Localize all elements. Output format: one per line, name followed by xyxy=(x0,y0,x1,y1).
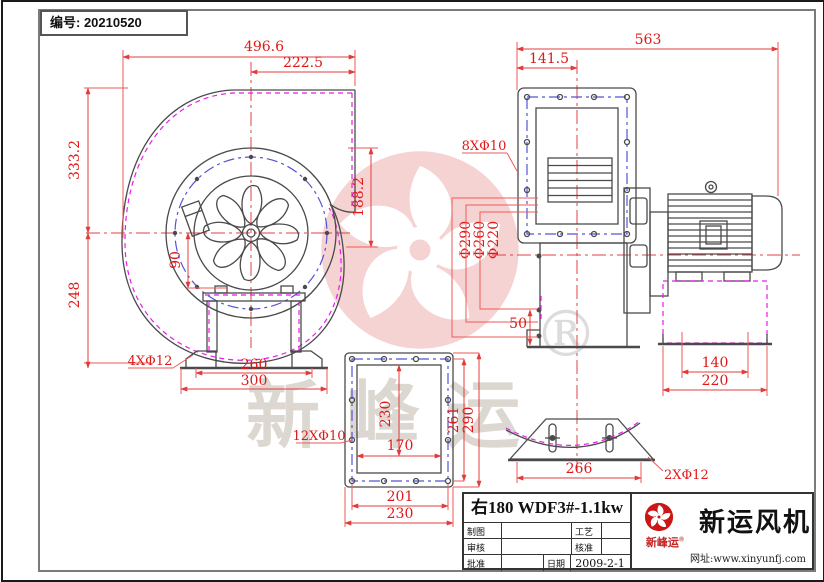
dim-outer-height: 290 xyxy=(461,407,477,434)
dim-base-height: 248 xyxy=(67,282,83,309)
side-view-dimensions: 563 141.5 8XΦ10 Φ290 Φ260 Φ220 50 140 xyxy=(451,32,779,396)
flange-view: 230 170 12XΦ10 261 290 201 230 xyxy=(293,352,482,527)
dim-height-total: 333.2 xyxy=(67,140,83,180)
dim-foot-span: 260 xyxy=(241,357,268,373)
cell-process-label: 工艺 xyxy=(572,523,602,538)
dim-base-outer: 220 xyxy=(702,373,729,389)
company-website: 网址:www.xinyunfj.com xyxy=(690,554,806,565)
motor xyxy=(667,180,783,282)
inlet-vane-handle xyxy=(180,200,211,238)
cell-checked-label: 审核 xyxy=(464,539,502,554)
eye-bolt-icon xyxy=(704,180,718,194)
side-view: 563 141.5 8XΦ10 Φ290 Φ260 Φ220 50 140 xyxy=(451,32,800,472)
dim-outlet-height: 188.2 xyxy=(351,177,367,217)
dim-outlet-width: 222.5 xyxy=(283,55,323,71)
dim-inlet-offset: 50 xyxy=(509,316,527,332)
dim-outer-width: 230 xyxy=(387,506,414,522)
front-view: 496.6 222.5 333.2 248 188.2 90 4XΦ12 xyxy=(67,39,378,394)
title-block: 右180 WDF3#-1.1kw 制图 工艺 审核 核准 批准 日期 2009-… xyxy=(462,492,814,571)
dim-width-total: 496.6 xyxy=(244,39,284,55)
brand-fan-logo-icon xyxy=(644,502,674,532)
cell-ratify-value xyxy=(502,555,544,571)
watermark-registered-icon: ® xyxy=(534,298,598,372)
model-designation: 右180 WDF3#-1.1kw xyxy=(470,498,624,517)
dim-bolt-height: 261 xyxy=(446,407,462,434)
cell-checked-value xyxy=(502,539,572,554)
front-view-dimensions: 496.6 222.5 333.2 248 188.2 90 4XΦ12 xyxy=(67,39,378,394)
flange-holes xyxy=(348,355,452,485)
inlet-bolt-dots xyxy=(172,154,330,312)
title-block-row: 审核 核准 xyxy=(464,538,630,554)
title-block-left: 右180 WDF3#-1.1kw 制图 工艺 审核 核准 批准 日期 2009-… xyxy=(464,494,632,571)
bracket-view: 266 2XΦ12 xyxy=(505,418,709,483)
company-name: 新运风机 xyxy=(698,508,811,537)
dim-bracket-width: 266 xyxy=(566,461,593,477)
cell-approve-value xyxy=(602,539,630,554)
dim-bracket-holes: 2XΦ12 xyxy=(664,468,709,483)
cell-process-value xyxy=(602,523,630,538)
title-block-row: 批准 日期 2009-2-1 xyxy=(464,554,630,571)
support-stand xyxy=(180,285,328,370)
brand-stamp: 新峰运® xyxy=(645,535,685,549)
dim-base-width: 300 xyxy=(241,373,268,389)
dim-flange-holes: 8XΦ10 xyxy=(462,139,507,154)
impeller xyxy=(202,184,300,282)
dim-inlet-inner: Φ220 xyxy=(486,221,502,259)
cell-date-value: 2009-2-1 xyxy=(575,557,625,570)
dim-inner-width: 170 xyxy=(387,438,414,454)
dim-foot-holes: 4XΦ12 xyxy=(128,354,173,369)
cell-drawn-label: 制图 xyxy=(464,523,502,538)
motor-base xyxy=(658,280,772,346)
dim-inner-height: 230 xyxy=(378,401,394,428)
cell-date-label: 日期 xyxy=(544,555,571,571)
outlet-flange-holes xyxy=(523,93,631,238)
dim-length-total: 563 xyxy=(635,32,662,48)
serial-number-box: 编号: 20210520 xyxy=(40,10,188,36)
registered-icon: ® xyxy=(678,535,685,544)
cell-approve-label: 核准 xyxy=(572,539,602,554)
title-block-row: 制图 工艺 xyxy=(464,522,630,538)
dim-outlet-depth: 141.5 xyxy=(529,51,569,67)
cell-ratify-label: 批准 xyxy=(464,555,502,571)
bracket-view-dimensions: 266 2XΦ12 xyxy=(516,456,709,483)
outlet-flange-louvers xyxy=(547,157,613,203)
sheet-inner-frame xyxy=(38,9,816,572)
dim-base-inner: 140 xyxy=(702,355,729,371)
title-block-brand-area: 新峰运® 新运风机 网址:www.xinyunfj.com xyxy=(632,494,814,568)
dim-flange-holes-label: 12XΦ10 xyxy=(293,429,346,444)
dim-hub-offset: 90 xyxy=(168,251,184,269)
dim-bolt-width: 201 xyxy=(387,489,414,505)
flange-view-dimensions: 230 170 12XΦ10 261 290 201 230 xyxy=(293,352,482,527)
cell-drawn-value xyxy=(502,523,572,538)
